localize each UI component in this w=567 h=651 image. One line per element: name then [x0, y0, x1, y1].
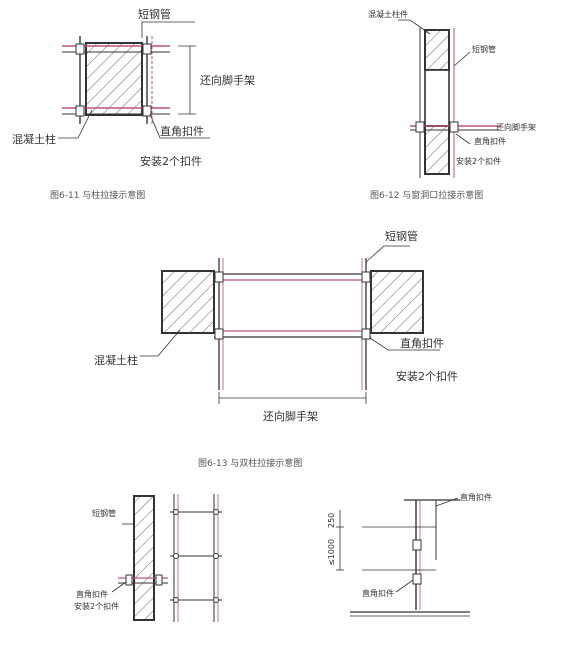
leader-line	[369, 337, 440, 351]
concrete-column-lower	[424, 125, 450, 175]
coupler	[155, 574, 163, 586]
leader-line	[455, 133, 471, 145]
label-concrete-column: 混凝土柱	[94, 353, 138, 367]
figure-column-tie: 短钢管 还向脚手架 混凝土柱 直角扣件 安装2个扣件 图6-11 与柱拉接示意图	[12, 7, 255, 201]
label-right-angle-coupler: 直角扣件	[76, 589, 108, 599]
caption-fig-6-11: 图6-11 与柱拉接示意图	[50, 189, 145, 201]
window-opening	[424, 69, 450, 127]
coupler	[125, 574, 133, 586]
figure-window-tie: 混凝土柱件 短钢管 还向脚手架 直角扣件 安装2个扣件 图6-12 与窗洞口拉接…	[368, 9, 536, 201]
leader-line	[365, 245, 410, 263]
coupler	[213, 553, 219, 559]
label-concrete-column-part: 混凝土柱件	[368, 9, 408, 19]
coupler	[361, 271, 371, 283]
caption-fig-6-13: 图6-13 与双柱拉接示意图	[198, 457, 302, 469]
leader-line	[149, 113, 210, 139]
concrete-column-upper	[424, 29, 450, 71]
label-short-pipe: 短钢管	[138, 7, 171, 21]
dimension-lower: ≤1000	[327, 539, 336, 566]
label-concrete-column: 混凝土柱	[12, 132, 56, 146]
label-longitudinal-scaffold: 还向脚手架	[496, 122, 536, 132]
coupler	[142, 105, 152, 117]
coupler	[412, 573, 422, 585]
leader-line	[395, 579, 414, 593]
concrete-column	[133, 495, 155, 621]
concrete-column-right	[370, 270, 424, 334]
label-longitudinal-scaffold: 还向脚手架	[200, 73, 255, 87]
leader-line	[398, 19, 431, 35]
figure-wall-tie-section: 直角扣件 直角扣件 250 ≤1000	[327, 492, 492, 617]
coupler	[213, 509, 219, 515]
coupler	[213, 597, 219, 603]
coupler	[361, 328, 371, 340]
coupler	[173, 597, 179, 603]
label-install-two-couplers: 安装2个扣件	[456, 156, 501, 166]
leader-line	[435, 497, 459, 507]
label-right-angle-coupler: 直角扣件	[160, 124, 204, 138]
figure-double-column-tie: 短钢管 混凝土柱 直角扣件 安装2个扣件 还向脚手架 图6-13 与双柱拉接示意…	[94, 229, 458, 469]
label-install-two-couplers: 安装2个扣件	[140, 154, 202, 168]
label-install-two-couplers: 安装2个扣件	[396, 369, 458, 383]
coupler	[415, 121, 425, 133]
label-longitudinal-scaffold: 还向脚手架	[263, 409, 318, 423]
leader-line	[140, 329, 181, 357]
coupler	[214, 328, 224, 340]
leader-line	[111, 581, 127, 593]
dimension-upper: 250	[327, 513, 336, 528]
coupler	[75, 105, 85, 117]
coupler	[214, 271, 224, 283]
leader-line	[453, 51, 471, 67]
label-right-angle-coupler: 直角扣件	[400, 336, 444, 350]
leader-line	[141, 21, 195, 38]
caption-fig-6-12: 图6-12 与窗洞口拉接示意图	[370, 189, 483, 201]
coupler	[173, 553, 179, 559]
coupler	[449, 121, 459, 133]
label-install-two-couplers: 安装2个扣件	[74, 601, 119, 611]
leader-line	[58, 109, 93, 139]
concrete-column-left	[161, 270, 215, 334]
label-coupler-top: 直角扣件	[460, 492, 492, 502]
coupler	[142, 43, 152, 55]
label-coupler-bottom: 直角扣件	[362, 588, 394, 598]
coupler	[75, 43, 85, 55]
label-short-pipe: 短钢管	[385, 229, 418, 243]
label-short-pipe: 短钢管	[472, 44, 496, 54]
coupler	[173, 509, 179, 515]
coupler	[412, 539, 422, 551]
figure-column-tie-elevation: 短钢管 直角扣件 安装2个扣件	[74, 494, 222, 622]
label-right-angle-coupler: 直角扣件	[474, 136, 506, 146]
label-short-pipe: 短钢管	[92, 508, 116, 518]
concrete-column	[85, 42, 143, 116]
